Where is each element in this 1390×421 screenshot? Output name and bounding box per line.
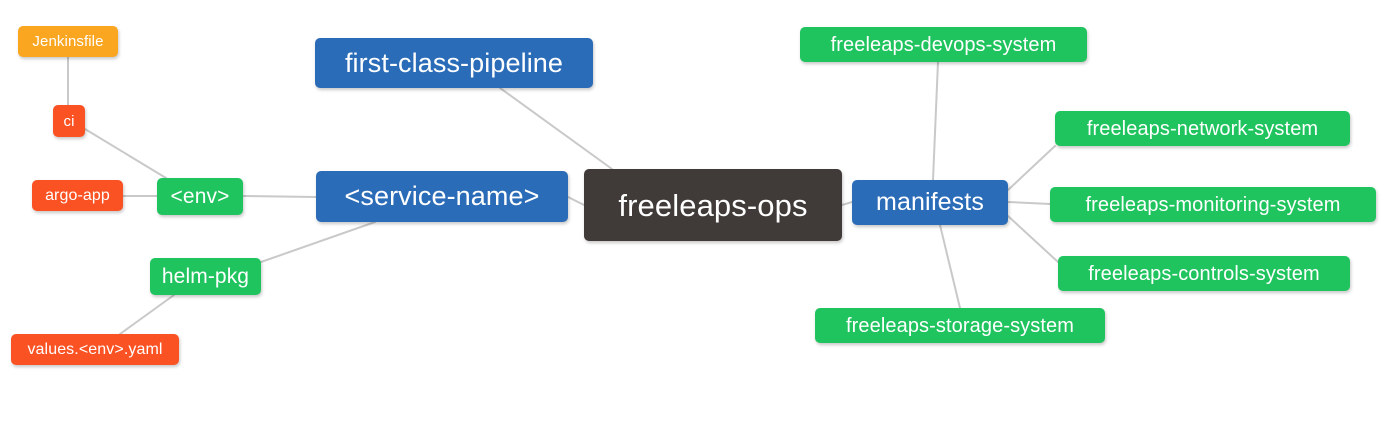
node-freeleaps-monitoring-system[interactable]: freeleaps-monitoring-system <box>1050 187 1376 222</box>
node-argo-app[interactable]: argo-app <box>32 180 123 211</box>
edge-values-env-yaml-to-helm-pkg <box>119 294 175 335</box>
node-label-first-class-pipeline: first-class-pipeline <box>344 47 564 78</box>
node-label-freeleaps-storage-system: freeleaps-storage-system <box>845 314 1075 337</box>
node-label-ci: ci <box>63 112 75 130</box>
edge-freeleaps-devops-system-to-manifests <box>932 61 939 181</box>
edge-env-to-service-name <box>242 195 317 198</box>
edge-freeleaps-storage-system-to-manifests <box>939 224 961 309</box>
node-service-name[interactable]: <service-name> <box>316 171 568 222</box>
edge-freeleaps-monitoring-system-to-manifests <box>1007 201 1051 205</box>
node-freeleaps-devops-system[interactable]: freeleaps-devops-system <box>800 27 1087 62</box>
node-label-argo-app: argo-app <box>45 186 110 204</box>
node-freeleaps-network-system[interactable]: freeleaps-network-system <box>1055 111 1350 146</box>
node-env[interactable]: <env> <box>157 178 243 215</box>
node-label-env: <env> <box>170 185 230 208</box>
node-label-service-name: <service-name> <box>344 181 540 211</box>
edge-helm-pkg-to-service-name <box>260 221 376 263</box>
node-label-values-env-yaml: values.<env>.yaml <box>27 340 163 358</box>
edge-first-class-pipeline-to-freeleaps-ops <box>499 87 613 170</box>
node-manifests[interactable]: manifests <box>852 180 1008 225</box>
node-label-freeleaps-network-system: freeleaps-network-system <box>1086 117 1319 140</box>
node-label-freeleaps-ops: freeleaps-ops <box>618 187 808 223</box>
node-helm-pkg[interactable]: helm-pkg <box>150 258 261 295</box>
node-label-freeleaps-monitoring-system: freeleaps-monitoring-system <box>1085 193 1341 216</box>
node-label-freeleaps-devops-system: freeleaps-devops-system <box>830 33 1057 56</box>
node-values-env-yaml[interactable]: values.<env>.yaml <box>11 334 179 365</box>
node-freeleaps-controls-system[interactable]: freeleaps-controls-system <box>1058 256 1350 291</box>
node-freeleaps-storage-system[interactable]: freeleaps-storage-system <box>815 308 1105 343</box>
node-first-class-pipeline[interactable]: first-class-pipeline <box>315 38 593 88</box>
node-freeleaps-ops[interactable]: freeleaps-ops <box>584 169 842 241</box>
node-jenkinsfile[interactable]: Jenkinsfile <box>18 26 118 57</box>
edge-freeleaps-controls-system-to-manifests <box>1007 215 1059 263</box>
edge-freeleaps-network-system-to-manifests <box>1007 145 1056 191</box>
edge-freeleaps-ops-to-manifests <box>841 201 853 206</box>
edge-service-name-to-freeleaps-ops <box>567 196 585 206</box>
edge-ci-to-env <box>84 128 167 179</box>
node-label-jenkinsfile: Jenkinsfile <box>32 33 104 50</box>
node-ci[interactable]: ci <box>53 105 85 137</box>
node-label-freeleaps-controls-system: freeleaps-controls-system <box>1088 262 1320 285</box>
node-label-helm-pkg: helm-pkg <box>161 265 250 288</box>
node-label-manifests: manifests <box>876 188 984 216</box>
